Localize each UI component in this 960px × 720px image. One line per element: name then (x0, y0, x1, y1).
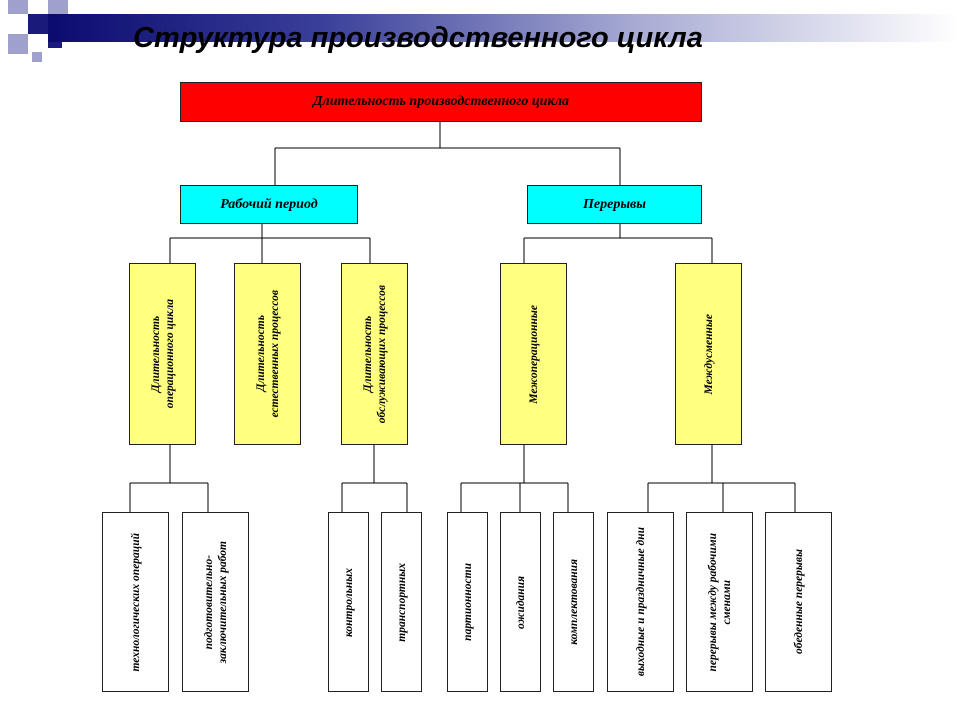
natural-processes-label: Длительность естественных процессов (254, 290, 281, 418)
leaf-breaks-between-shifts: перерывы между рабочими сменами (686, 512, 753, 692)
operational-cycle-label: Длительность операционного цикла (149, 299, 176, 409)
service-processes-box: Длительность обслуживающих процессов (341, 263, 408, 445)
leaf-transport: транспортных (381, 512, 422, 692)
leaf-assembling: комплектования (553, 512, 594, 692)
leaf-label: технологических операций (129, 532, 142, 672)
leaf-label: выходные и праздничные дни (634, 527, 647, 677)
decor-square-3 (28, 14, 48, 34)
intershift-breaks-box: Междусменные (675, 263, 742, 445)
interoperation-breaks-box: Межоперационные (500, 263, 567, 445)
leaf-control: контрольных (328, 512, 369, 692)
leaf-label: комплектования (567, 559, 580, 645)
page-title: Структура производственного цикла (133, 22, 703, 54)
decor-square-2 (48, 0, 68, 14)
leaf-label: подготовительно- заключительных работ (202, 540, 229, 664)
leaf-batching: партионности (447, 512, 488, 692)
leaf-waiting: ожидания (500, 512, 541, 692)
intershift-breaks-label: Междусменные (702, 313, 715, 395)
root-label: Длительность производственного цикла (312, 94, 570, 109)
leaf-preparatory-final-works: подготовительно- заключительных работ (182, 512, 249, 692)
leaf-label: партионности (461, 563, 474, 641)
leaf-label: перерывы между рабочими сменами (706, 532, 733, 672)
decor-square-4 (8, 34, 28, 54)
leaf-lunch-breaks: обеденные перерывы (765, 512, 832, 692)
leaf-weekends-holidays: выходные и праздничные дни (607, 512, 674, 692)
natural-processes-box: Длительность естественных процессов (234, 263, 301, 445)
leaf-technological-operations: технологических операций (102, 512, 169, 692)
decor-square-6 (32, 52, 42, 62)
root-box-cycle-duration: Длительность производственного цикла (180, 82, 702, 122)
working-period-box: Рабочий период (180, 185, 358, 224)
header-bar (48, 14, 960, 42)
leaf-label: обеденные перерывы (792, 549, 805, 655)
decor-square-1 (8, 0, 28, 14)
leaf-label: транспортных (395, 562, 408, 642)
interoperation-breaks-label: Межоперационные (527, 304, 540, 404)
operational-cycle-box: Длительность операционного цикла (129, 263, 196, 445)
working-period-label: Рабочий период (220, 196, 318, 212)
leaf-label: ожидания (514, 575, 527, 629)
leaf-label: контрольных (342, 567, 355, 637)
breaks-box: Перерывы (527, 185, 702, 224)
service-processes-label: Длительность обслуживающих процессов (361, 284, 388, 424)
breaks-label: Перерывы (583, 196, 646, 212)
